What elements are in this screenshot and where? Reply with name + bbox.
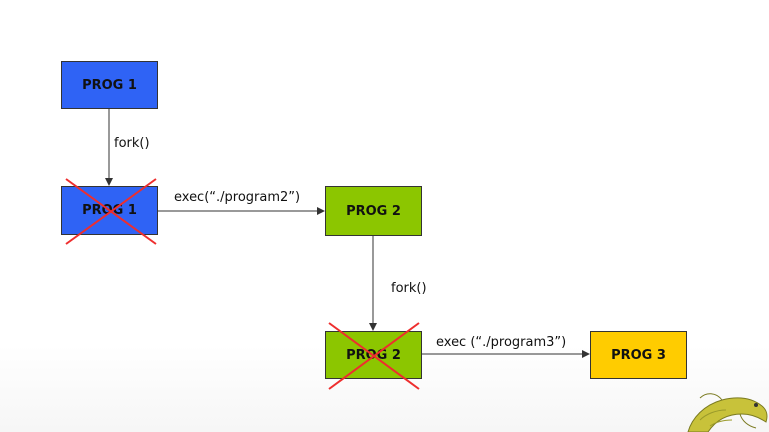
fork1-label: fork() — [114, 136, 150, 151]
prog1-cross-mark — [65, 178, 157, 245]
prog1-top-box: PROG 1 — [61, 61, 158, 109]
fork2-label: fork() — [391, 281, 427, 296]
exec2-label: exec (“./program3”) — [436, 335, 567, 350]
exec1-label: exec(“./program2”) — [174, 190, 301, 205]
prog3-label: PROG 3 — [611, 347, 666, 363]
prog2-label: PROG 2 — [346, 203, 401, 219]
prog1-top-label: PROG 1 — [82, 77, 137, 93]
prog3-box: PROG 3 — [590, 331, 687, 379]
prog2-box: PROG 2 — [325, 186, 422, 236]
prog2-cross-mark — [328, 322, 420, 390]
